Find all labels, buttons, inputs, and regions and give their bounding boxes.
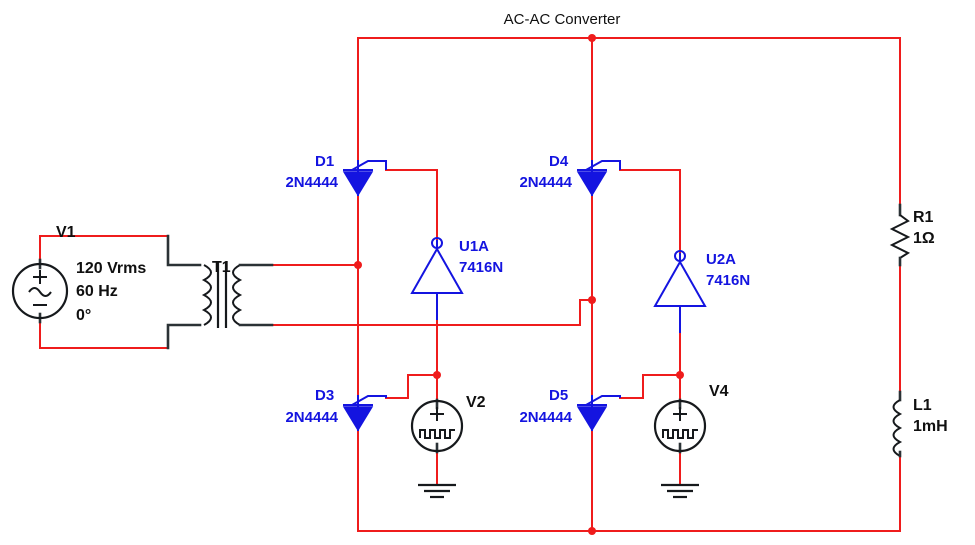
component-v4[interactable]: V4	[653, 383, 729, 499]
scr-thyristor-icon	[342, 406, 374, 432]
wire-sec-bottom	[271, 299, 593, 326]
v1-spec-line3: 0°	[76, 307, 91, 324]
u1a-part-label: 7416N	[459, 259, 503, 276]
wire-network-red	[39, 37, 901, 532]
wire-d1-gate-to-u1a	[385, 169, 438, 241]
pulse-voltage-source-icon	[653, 399, 707, 453]
component-u2a[interactable]: U2A 7416N	[653, 250, 750, 333]
component-r1[interactable]: R1 1Ω	[889, 203, 935, 267]
component-d4[interactable]: D4 2N4444	[519, 153, 621, 197]
d1-ref-label: D1	[315, 153, 334, 170]
u2a-ref-label: U2A	[706, 251, 736, 268]
inductor-icon	[892, 399, 903, 457]
square-wave-icon	[662, 429, 698, 439]
junction-v4-gate	[676, 371, 684, 379]
sine-wave-icon	[28, 287, 52, 297]
v2-ref-label: V2	[466, 394, 486, 411]
component-l1[interactable]: L1 1mH	[892, 390, 948, 458]
v1-plus-icon	[33, 270, 47, 284]
ground-icon	[661, 483, 699, 499]
page-title: AC-AC Converter	[504, 11, 621, 28]
ground-icon	[418, 483, 456, 499]
scr-thyristor-icon	[342, 171, 374, 197]
t1-primary-bottom-lead	[166, 323, 202, 350]
l1-ref-label: L1	[913, 397, 932, 414]
d1-gate-lead	[351, 160, 387, 171]
t1-core-icon	[216, 262, 228, 328]
scr-thyristor-icon	[576, 406, 608, 432]
inverter-gate-icon	[410, 246, 464, 294]
square-wave-icon	[419, 429, 455, 439]
d3-part-label: 2N4444	[285, 409, 338, 426]
component-u1a[interactable]: U1A 7416N	[410, 237, 503, 320]
v1-spec-line1: 120 Vrms	[76, 260, 146, 277]
d4-part-label: 2N4444	[519, 174, 572, 191]
junction-bottom-rail	[588, 527, 596, 535]
v4-plus-icon	[673, 407, 687, 421]
t1-primary-top-lead	[166, 234, 202, 267]
d5-gate-lead	[585, 395, 621, 406]
wire-d3-gate-step	[385, 374, 438, 399]
v1-ref-label: V1	[56, 224, 76, 241]
junction-dots	[354, 34, 684, 535]
r1-ref-label: R1	[913, 209, 934, 226]
d3-gate-lead	[351, 395, 387, 406]
junction-right-branch-secondary	[588, 296, 596, 304]
u2a-part-label: 7416N	[706, 272, 750, 289]
d4-gate-lead	[585, 160, 621, 171]
r1-value-label: 1Ω	[913, 230, 935, 247]
component-v1[interactable]: V1 120 Vrms 60 Hz 0°	[11, 224, 146, 324]
l1-value-label: 1mH	[913, 418, 948, 435]
junction-v2-gate	[433, 371, 441, 379]
d3-ref-label: D3	[315, 387, 334, 404]
junction-left-branch-secondary	[354, 261, 362, 269]
inverter-gate-icon	[653, 259, 707, 307]
component-v2[interactable]: V2	[410, 394, 486, 499]
pulse-voltage-source-icon	[410, 399, 464, 453]
component-d3[interactable]: D3 2N4444	[285, 387, 387, 432]
t1-secondary-coil-icon	[232, 264, 243, 326]
d5-ref-label: D5	[549, 387, 568, 404]
wire-d5-gate-step	[619, 374, 681, 399]
junction-top-rail	[588, 34, 596, 42]
d4-ref-label: D4	[549, 153, 569, 170]
d5-part-label: 2N4444	[519, 409, 572, 426]
t1-ref-label: T1	[212, 259, 231, 276]
d1-part-label: 2N4444	[285, 174, 338, 191]
wire-d4-gate-to-u2a	[619, 169, 681, 254]
resistor-icon	[889, 214, 911, 259]
v1-spec-line2: 60 Hz	[76, 283, 118, 300]
t1-primary-coil-icon	[201, 264, 212, 326]
component-d1[interactable]: D1 2N4444	[285, 153, 387, 197]
v4-ref-label: V4	[709, 383, 729, 400]
ac-voltage-source-icon	[11, 262, 69, 320]
component-t1[interactable]: T1	[166, 234, 274, 350]
scr-thyristor-icon	[576, 171, 608, 197]
u1a-ref-label: U1A	[459, 238, 489, 255]
component-d5[interactable]: D5 2N4444	[519, 387, 621, 432]
v2-plus-icon	[430, 407, 444, 421]
